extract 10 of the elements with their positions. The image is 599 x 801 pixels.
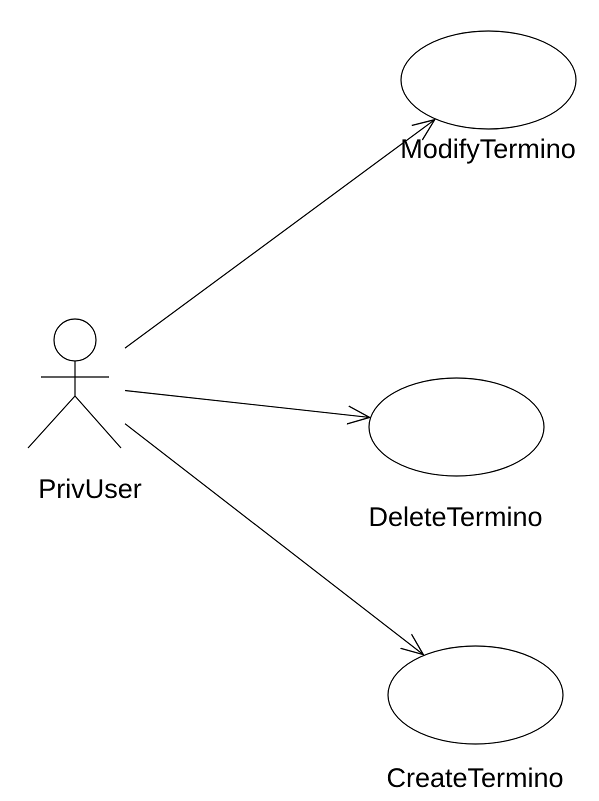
use-case-name: ModifyTermino [399, 133, 577, 165]
association-arrow [124, 390, 370, 425]
actor-name: PrivUser [37, 473, 143, 505]
association-arrow [124, 119, 436, 349]
use-case-ellipse [400, 30, 577, 130]
association-arrow [124, 423, 424, 656]
use-case-name: DeleteTermino [367, 501, 544, 533]
use-case-ellipse [368, 377, 545, 477]
use-case-ellipse [387, 645, 564, 745]
use-case-name: CreateTermino [385, 762, 565, 794]
